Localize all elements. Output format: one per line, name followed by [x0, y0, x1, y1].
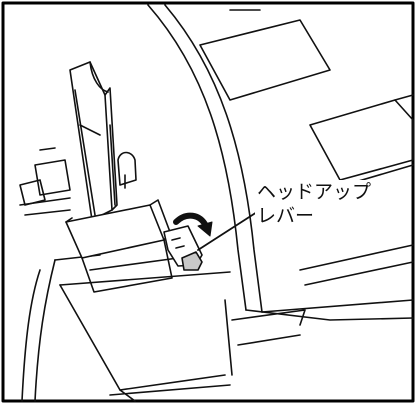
- side-mechanism: [19, 147, 137, 216]
- callout-line-1: ヘッドアップ: [257, 181, 372, 203]
- callout-label: ヘッドアップ レバー: [255, 180, 374, 228]
- printer-body: [21, 254, 306, 402]
- callout-leader: [197, 211, 258, 251]
- keyboard-panels: [199, 19, 414, 286]
- head-up-lever: [163, 225, 203, 271]
- paper-stacker: [69, 61, 118, 221]
- callout-line-2: レバー: [257, 205, 315, 227]
- cover-curves: [147, 4, 414, 321]
- rotation-arrow-icon: [173, 212, 213, 237]
- paper-slot: [65, 199, 179, 293]
